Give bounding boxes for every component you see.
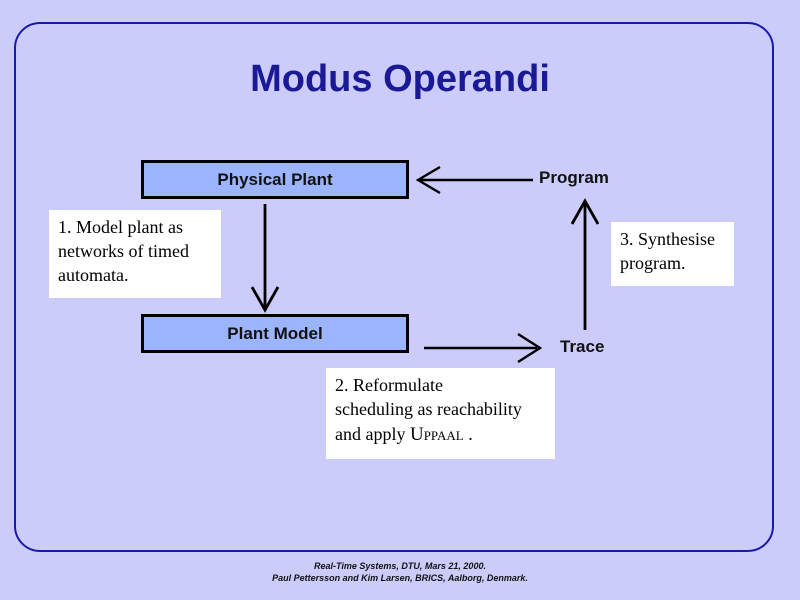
note-synthesise-program: 3. Synthesise program. bbox=[611, 222, 734, 286]
note-reformulate-line-1: 2. Reformulate bbox=[335, 375, 443, 395]
node-program-label: Program bbox=[539, 168, 609, 187]
note-model-plant: 1. Model plant as networks of timed auto… bbox=[49, 210, 221, 298]
note-model-plant-line-1: 1. Model plant as bbox=[58, 217, 183, 237]
node-physical-plant[interactable]: Physical Plant bbox=[141, 160, 409, 199]
node-plant-model-label: Plant Model bbox=[227, 323, 323, 343]
node-plant-model[interactable]: Plant Model bbox=[141, 314, 409, 353]
footer-line-2: Paul Pettersson and Kim Larsen, BRICS, A… bbox=[272, 573, 528, 584]
slide-border-frame bbox=[14, 22, 774, 552]
note-reformulate-line-3: and apply Uppaal . bbox=[335, 422, 547, 447]
tool-name-uppaal: Uppaal bbox=[409, 423, 464, 445]
page-title: Modus Operandi bbox=[250, 58, 550, 100]
note-model-plant-line-3: automata. bbox=[58, 264, 129, 285]
node-trace-label: Trace bbox=[560, 337, 605, 356]
note-reformulate-line-3-suffix: . bbox=[463, 423, 473, 444]
node-physical-plant-label: Physical Plant bbox=[217, 169, 333, 189]
note-model-plant-line-2: networks of timed bbox=[58, 240, 189, 261]
note-reformulate-scheduling: 2. Reformulate scheduling as reachabilit… bbox=[326, 368, 555, 459]
note-synthesise-line-2: program. bbox=[620, 252, 686, 273]
footer-line-1: Real-Time Systems, DTU, Mars 21, 2000. bbox=[314, 561, 486, 571]
footer-credits: Real-Time Systems, DTU, Mars 21, 2000. P… bbox=[0, 560, 800, 584]
note-reformulate-line-2: scheduling as reachability bbox=[335, 398, 522, 419]
note-synthesise-line-1: 3. Synthesise bbox=[620, 229, 716, 249]
note-reformulate-line-3-prefix: and apply bbox=[335, 423, 410, 444]
